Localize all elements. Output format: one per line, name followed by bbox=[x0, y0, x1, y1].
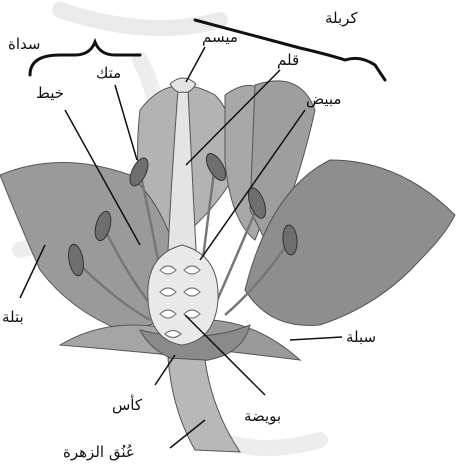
calyx-label: كأس bbox=[112, 398, 142, 413]
ovary-label: مبيض bbox=[306, 92, 341, 107]
stamen-label: سداة bbox=[8, 37, 40, 52]
receptacle-label: عُنُق الزهرة bbox=[63, 445, 135, 460]
ovary bbox=[148, 245, 218, 345]
sepal-label: سبلة bbox=[346, 330, 376, 345]
receptacle-stem bbox=[168, 358, 240, 452]
filament-label: خيط bbox=[36, 86, 64, 101]
stigma-leader bbox=[186, 47, 205, 82]
anther-leader bbox=[115, 85, 137, 160]
stigma-label: ميسم bbox=[202, 30, 238, 45]
style-label: قلم bbox=[277, 53, 299, 68]
sepal-leader bbox=[290, 337, 342, 340]
petal-label: بتلة bbox=[2, 310, 24, 325]
anther-label: متك bbox=[96, 66, 121, 81]
carpel-label: كربلة bbox=[325, 11, 358, 26]
stamen-brace bbox=[30, 42, 140, 75]
ovule-label: بويضة bbox=[244, 409, 281, 424]
